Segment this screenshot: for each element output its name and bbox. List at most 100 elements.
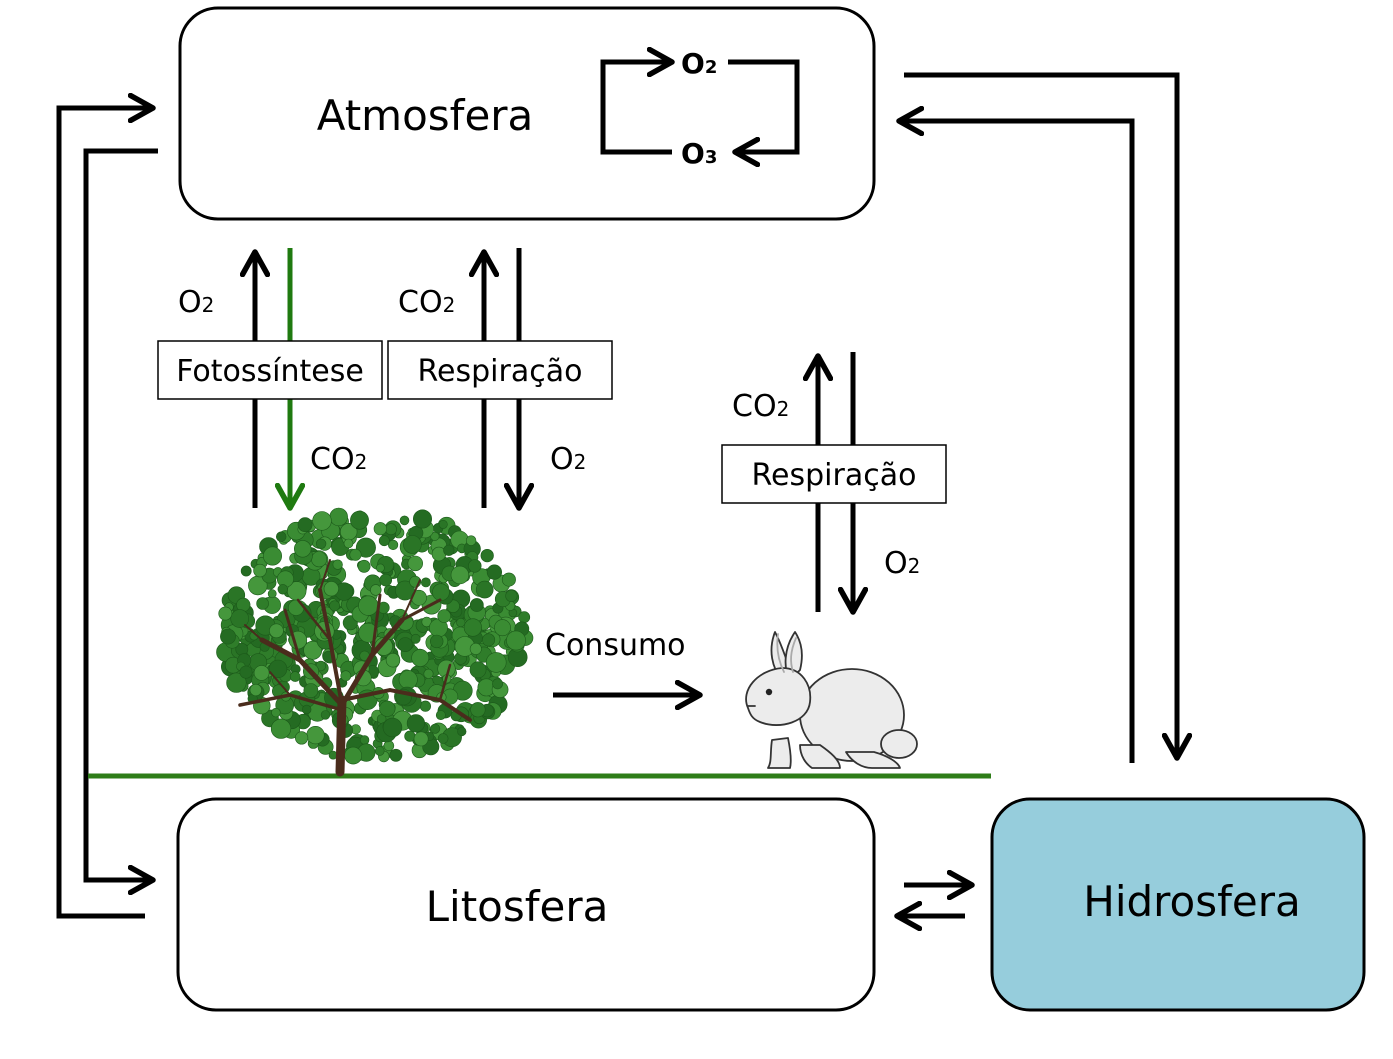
leaf-cluster: [480, 548, 494, 563]
leaf-cluster: [404, 730, 416, 742]
leaf-cluster: [469, 661, 487, 679]
leaf-cluster: [277, 584, 288, 595]
leaf-cluster: [435, 710, 446, 720]
leaf-cluster: [399, 515, 410, 526]
leaf-cluster: [430, 634, 444, 649]
leaf-cluster: [382, 717, 403, 738]
leaf-cluster: [419, 700, 432, 712]
leaf-cluster: [332, 559, 343, 570]
leaf-cluster: [465, 535, 477, 546]
animal-resp-co2-label: CO2: [732, 389, 789, 424]
leaf-cluster: [438, 519, 448, 529]
leaf-cluster: [358, 595, 379, 616]
leaf-cluster: [288, 599, 305, 616]
leaf-cluster: [378, 535, 390, 547]
leaf-cluster: [388, 539, 399, 551]
leaf-cluster: [437, 733, 449, 744]
leaf-cluster: [226, 672, 247, 693]
leaf-cluster: [276, 531, 287, 542]
leaf-cluster: [289, 671, 301, 682]
leaf-cluster: [270, 718, 292, 739]
plant-resp-co2-label: CO2: [398, 285, 455, 320]
leaf-cluster: [329, 600, 340, 612]
leaf-cluster: [249, 683, 262, 697]
hydrosphere-to-atmosphere-arrow: [899, 121, 1135, 763]
leaf-cluster: [469, 598, 484, 612]
leaf-cluster: [423, 668, 434, 679]
animal-respiration-label: Respiração: [752, 458, 917, 493]
leaf-cluster: [350, 510, 369, 530]
rabbit-illustration: [745, 631, 918, 769]
leaf-cluster: [297, 517, 313, 533]
leaf-cluster: [412, 509, 432, 529]
leaf-cluster: [456, 617, 466, 628]
leaf-cluster: [398, 670, 418, 690]
leaf-cluster: [492, 678, 503, 690]
atmosphere-box: Atmosfera: [178, 6, 876, 221]
leaf-cluster: [355, 537, 376, 558]
leaf-cluster: [303, 683, 319, 698]
photo-o2-label: O2: [178, 285, 214, 320]
leaf-cluster: [505, 589, 518, 603]
plant-respiration-label: Respiração: [418, 354, 583, 389]
photosynthesis-box: Fotossíntese: [157, 340, 383, 400]
leaf-cluster: [323, 581, 339, 597]
leaf-cluster: [359, 735, 370, 745]
leaf-cluster: [329, 507, 348, 527]
leaf-cluster: [230, 609, 249, 628]
lithosphere-box: Litosfera: [176, 797, 876, 1012]
animal-respiration-box: Respiração: [721, 444, 947, 504]
leaf-cluster: [271, 707, 281, 718]
leaf-cluster: [407, 555, 423, 572]
leaf-cluster: [410, 633, 421, 644]
leaf-cluster: [239, 665, 253, 679]
leaf-cluster: [267, 589, 277, 599]
leaf-cluster: [506, 630, 526, 651]
leaf-cluster: [349, 548, 362, 561]
leaf-cluster: [357, 559, 371, 573]
leaf-cluster: [443, 544, 455, 556]
leaf-cluster: [315, 538, 327, 549]
leaf-cluster: [486, 564, 503, 580]
atmosphere-label: Atmosfera: [317, 91, 534, 140]
leaf-cluster: [253, 665, 270, 681]
leaf-cluster: [406, 714, 426, 733]
leaf-cluster: [468, 559, 482, 573]
leaf-cluster: [385, 523, 397, 536]
leaf-cluster: [494, 619, 511, 637]
animal-resp-o2-label: O2: [884, 546, 920, 581]
leaf-cluster: [373, 522, 387, 536]
hydrosphere-label: Hidrosfera: [1083, 877, 1300, 926]
leaf-cluster: [383, 740, 395, 752]
leaf-cluster: [475, 580, 494, 599]
leaf-cluster: [340, 670, 352, 682]
lithosphere-hydrosphere-exchange: [897, 885, 972, 916]
leaf-cluster: [397, 637, 413, 652]
leaf-cluster: [343, 538, 354, 549]
leaf-cluster: [312, 511, 332, 531]
leaf-cluster: [306, 725, 325, 745]
leaf-cluster: [470, 702, 486, 718]
plant-respiration-box: Respiração: [387, 340, 613, 400]
leaf-cluster: [268, 659, 288, 679]
leaf-cluster: [220, 628, 236, 645]
leaf-cluster: [302, 704, 312, 715]
atmosphere-hydrosphere-exchange: [899, 72, 1177, 763]
leaf-cluster: [485, 652, 507, 673]
consumption-label: Consumo: [545, 628, 686, 663]
lithosphere-to-atmosphere-arrow: [56, 108, 153, 919]
atmosphere-lithosphere-exchange: [56, 108, 158, 919]
ozone-cycle: [600, 59, 800, 152]
leaf-cluster: [463, 618, 483, 637]
leaf-cluster: [385, 652, 401, 668]
leaf-cluster: [262, 546, 282, 566]
leaf-cluster: [240, 565, 252, 577]
leaf-cluster: [295, 731, 309, 745]
leaf-cluster: [469, 642, 482, 655]
leaf-cluster: [320, 710, 331, 720]
leaf-cluster: [411, 649, 430, 667]
leaf-cluster: [253, 563, 267, 578]
o2-to-o3-arrow: [728, 59, 800, 152]
photosynthesis-label: Fotossíntese: [176, 354, 364, 389]
tree-trunk: [238, 559, 472, 777]
